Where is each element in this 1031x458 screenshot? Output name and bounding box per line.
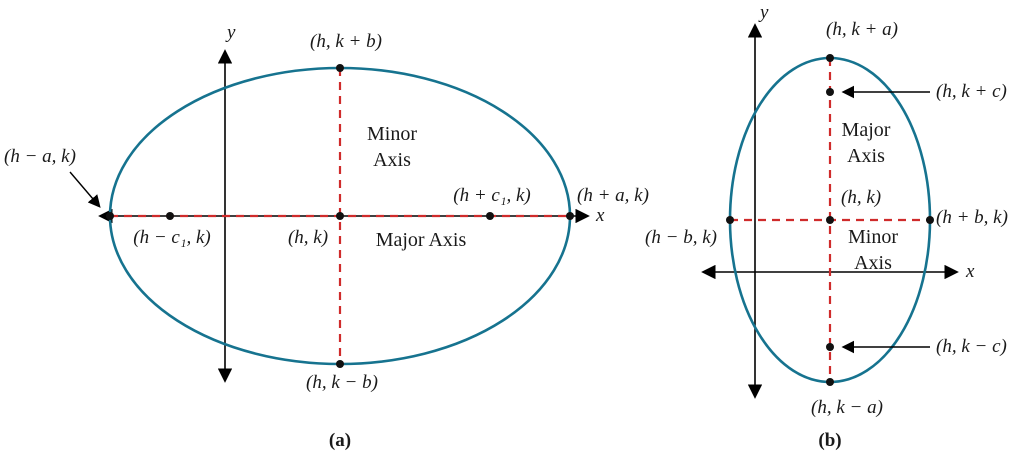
bottom-vertex-label-b: (h, k − a) bbox=[811, 397, 883, 418]
point-left-focus-a bbox=[166, 212, 174, 220]
top-covertex-label-a: (h, k + b) bbox=[310, 31, 382, 52]
bottom-covertex-label-a: (h, k − b) bbox=[306, 372, 378, 393]
minor-axis-name-b-line2: Axis bbox=[854, 252, 892, 274]
point-bottom-b bbox=[826, 378, 834, 386]
left-focus-label-a: (h − c₁, k) bbox=[133, 227, 211, 248]
left-vertex-label-a: (h − a, k) bbox=[4, 146, 76, 167]
minor-axis-name-a: Minor Axis bbox=[367, 121, 417, 173]
right-focus-label-a: (h + c₁, k) bbox=[453, 185, 531, 206]
point-left-vertex-a bbox=[106, 212, 114, 220]
point-center-a bbox=[336, 212, 344, 220]
major-axis-name-b: Major Axis bbox=[842, 117, 891, 169]
point-upper-focus-b bbox=[826, 88, 834, 96]
points-b bbox=[726, 54, 934, 386]
point-top-b bbox=[826, 54, 834, 62]
minor-axis-name-b: Minor Axis bbox=[848, 224, 898, 276]
top-vertex-label-b: (h, k + a) bbox=[826, 19, 898, 40]
right-covertex-label-b: (h + b, k) bbox=[936, 207, 1008, 228]
point-lower-focus-b bbox=[826, 343, 834, 351]
minor-axis-name-a-line2: Axis bbox=[373, 149, 411, 171]
lower-focus-label-b: (h, k − c) bbox=[936, 336, 1007, 357]
y-axis-label-b: y bbox=[760, 2, 769, 23]
major-axis-name-b-line2: Axis bbox=[847, 145, 885, 167]
left-vertex-pointer-arrow-a bbox=[69, 171, 101, 208]
diagram-b bbox=[701, 23, 959, 399]
point-right-focus-a bbox=[486, 212, 494, 220]
caption-a: (a) bbox=[328, 430, 352, 451]
x-axis-label-b: x bbox=[966, 261, 975, 282]
diagram-a bbox=[69, 49, 590, 383]
minor-axis-name-a-line1: Minor bbox=[367, 123, 417, 145]
center-label-b: (h, k) bbox=[841, 187, 882, 208]
point-bottom-a bbox=[336, 360, 344, 368]
point-center-b bbox=[826, 216, 834, 224]
point-right-vertex-a bbox=[566, 212, 574, 220]
major-axis-name-b-line1: Major bbox=[841, 119, 891, 141]
point-top-a bbox=[336, 64, 344, 72]
center-label-a: (h, k) bbox=[287, 227, 329, 248]
points-a bbox=[106, 64, 574, 368]
caption-b: (b) bbox=[818, 430, 842, 451]
point-right-b bbox=[926, 216, 934, 224]
x-axis-label-a: x bbox=[596, 205, 605, 226]
upper-focus-label-b: (h, k + c) bbox=[936, 81, 1007, 102]
major-axis-name-a: Major Axis bbox=[375, 229, 467, 251]
y-axis-label-a: y bbox=[227, 22, 236, 43]
right-vertex-label-a: (h + a, k) bbox=[577, 185, 649, 206]
point-left-b bbox=[726, 216, 734, 224]
minor-axis-name-b-line1: Minor bbox=[848, 226, 898, 248]
left-covertex-label-b: (h − b, k) bbox=[645, 227, 717, 248]
